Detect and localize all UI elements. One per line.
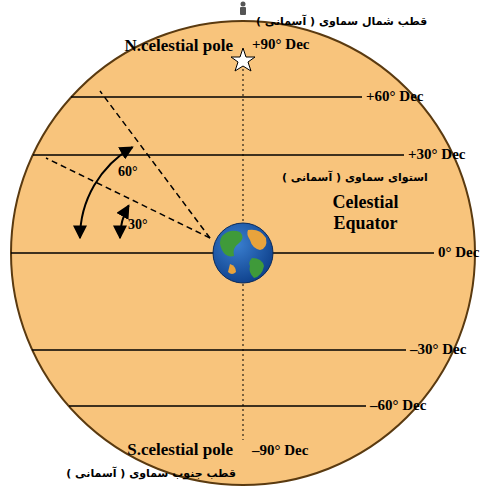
pole-name: S.celestial pole: [127, 440, 233, 460]
angle-label: 30°: [128, 217, 148, 233]
declination-label: +90° Dec: [252, 36, 309, 53]
declination-label: –30° Dec: [410, 341, 466, 358]
declination-label: +30° Dec: [408, 146, 465, 163]
declination-label: +60° Dec: [366, 88, 423, 105]
declination-label: –60° Dec: [370, 397, 426, 414]
declination-label: –90° Dec: [252, 442, 308, 459]
angle-label: 60°: [118, 164, 138, 180]
earth: [213, 223, 273, 283]
equator-name: Celestial Equator: [318, 192, 413, 233]
angle-rays: [46, 91, 210, 238]
declination-lines: [11, 97, 434, 406]
celestial-sphere: [11, 21, 475, 485]
declination-label: 0° Dec: [438, 244, 479, 261]
pole-star: [231, 48, 255, 71]
angle-arcs: [80, 147, 133, 238]
observer-icon: [240, 2, 246, 16]
pole-name-persian: قطب جنوب سماوی ( آسمانی ): [66, 468, 236, 481]
equator-name-persian: استوای سماوی ( آسمانی ): [282, 172, 428, 185]
pole-name-persian: قطب شمال سماوی ( آسمانی ): [256, 16, 427, 29]
pole-name: N.celestial pole: [124, 36, 233, 56]
